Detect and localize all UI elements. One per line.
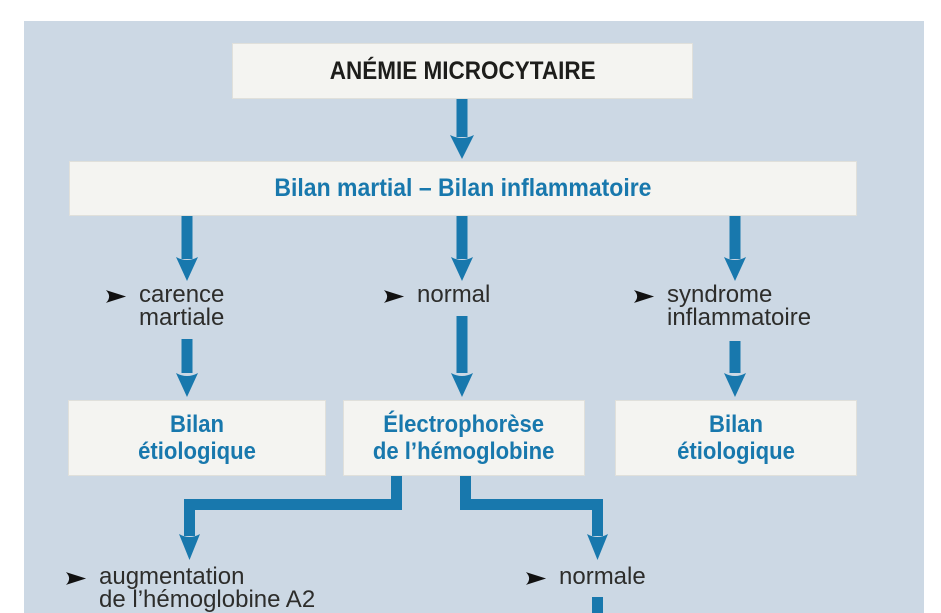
elbow-right-horizontal — [460, 499, 603, 510]
node-anemie-microcytaire: ANÉMIE MICROCYTAIRE — [232, 43, 693, 99]
node-anemie-microcytaire-label: ANÉMIE MICROCYTAIRE — [329, 56, 596, 85]
node-bilan-martial-inflammatoire-label: Bilan martial – Bilan inflammatoire — [274, 174, 652, 202]
label-carence-martiale: carence martiale — [105, 281, 225, 331]
arrow-normale-continuation-stem — [592, 597, 603, 613]
bullet-arrow-icon — [65, 572, 87, 585]
node-electrophorese-hemoglobine-label: Électrophorèse de l’hémoglobine — [373, 411, 555, 465]
arrow-to-carence-stem — [181, 216, 193, 259]
label-augmentation-hba2-text: augmentation de l’hémoglobine A2 — [99, 563, 316, 613]
arrow-carence-to-bilan-head — [176, 373, 198, 397]
label-carence-martiale-text: carence martiale — [139, 281, 225, 331]
label-normale: normale — [525, 563, 646, 590]
node-bilan-etiologique-left-label: Bilan étiologique — [138, 411, 256, 465]
arrow-to-normal-stem — [456, 216, 468, 259]
bullet-arrow-icon — [383, 290, 405, 303]
label-normale-text: normale — [559, 563, 646, 590]
arrow-normal-to-electro-head — [451, 373, 473, 397]
label-syndrome-inflammatoire-text: syndrome inflammatoire — [667, 281, 812, 331]
arrow-to-syndrome-stem — [729, 216, 741, 259]
elbow-left-drop — [391, 476, 402, 510]
node-bilan-etiologique-right-label: Bilan étiologique — [677, 411, 795, 465]
label-normal: normal — [383, 281, 491, 308]
elbow-right-drop — [460, 476, 471, 510]
arrow-to-carence-head — [176, 257, 198, 281]
arrow-syndrome-to-bilan-stem — [729, 341, 741, 373]
arrow-normal-to-electro-stem — [456, 316, 468, 373]
diagram-background — [24, 21, 924, 613]
arrow-syndrome-to-bilan-head — [724, 373, 746, 397]
arrow-root-to-assessment-head — [450, 135, 474, 159]
label-normal-text: normal — [417, 281, 491, 308]
node-electrophorese-hemoglobine: Électrophorèse de l’hémoglobine — [343, 400, 585, 476]
node-bilan-etiologique-right: Bilan étiologique — [615, 400, 857, 476]
elbow-left-horizontal — [184, 499, 402, 510]
elbow-right-stem — [592, 499, 603, 536]
arrow-to-normal-head — [451, 257, 473, 281]
bullet-arrow-icon — [525, 572, 547, 585]
arrow-carence-to-bilan-stem — [181, 339, 193, 373]
elbow-left-head — [179, 534, 200, 560]
bullet-arrow-icon — [105, 290, 127, 303]
elbow-right-head — [587, 534, 608, 560]
arrow-root-to-assessment-stem — [456, 99, 468, 137]
elbow-left-stem — [184, 499, 195, 536]
bullet-arrow-icon — [633, 290, 655, 303]
arrow-to-syndrome-head — [724, 257, 746, 281]
label-syndrome-inflammatoire: syndrome inflammatoire — [633, 281, 812, 331]
node-bilan-etiologique-left: Bilan étiologique — [68, 400, 326, 476]
node-bilan-martial-inflammatoire: Bilan martial – Bilan inflammatoire — [69, 161, 857, 216]
label-augmentation-hba2: augmentation de l’hémoglobine A2 — [65, 563, 316, 613]
